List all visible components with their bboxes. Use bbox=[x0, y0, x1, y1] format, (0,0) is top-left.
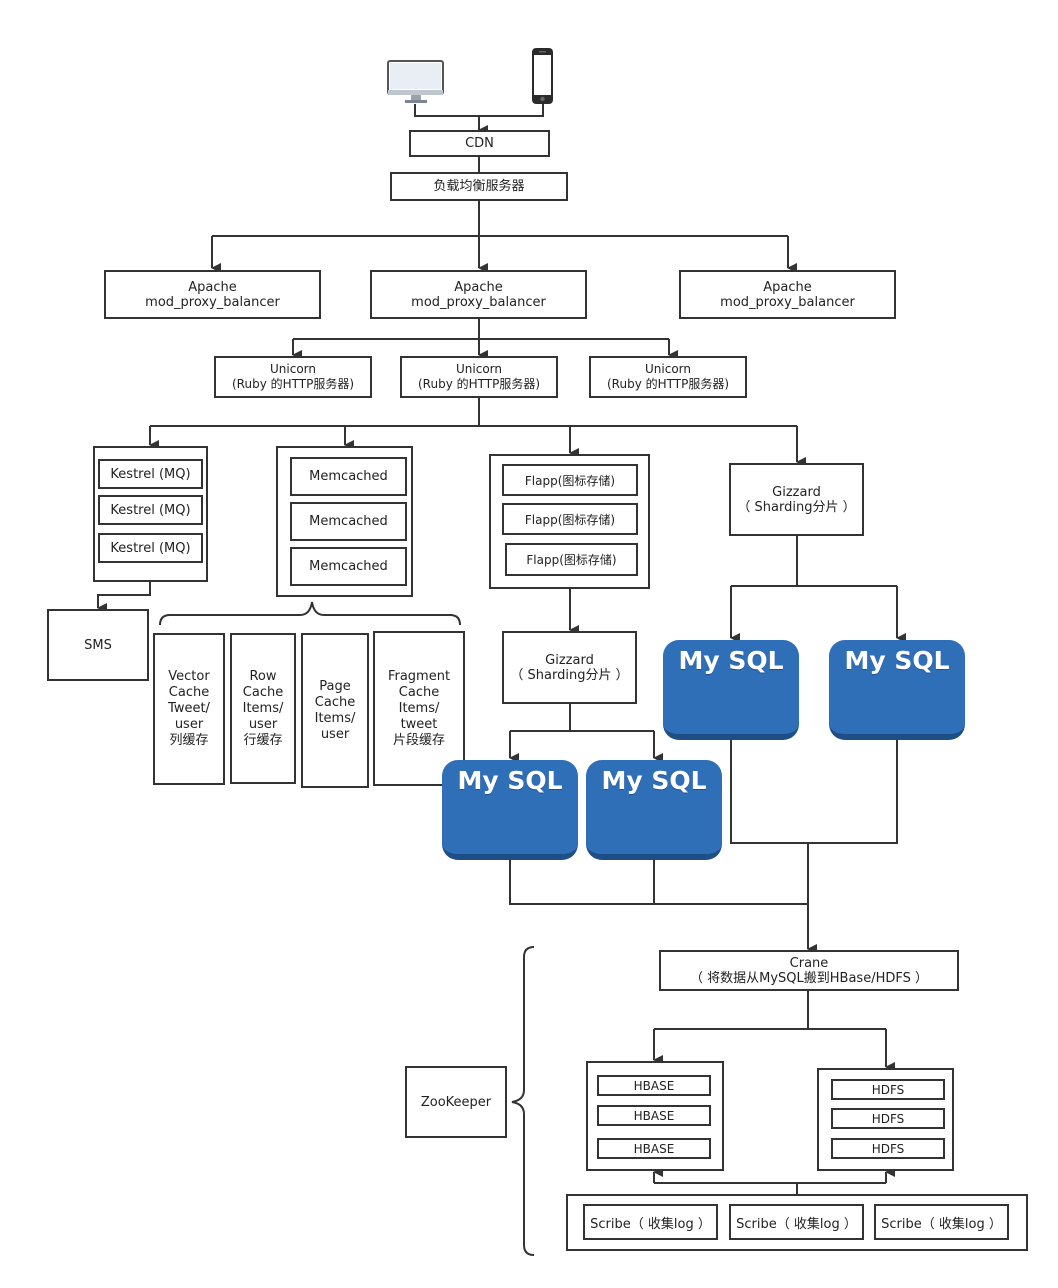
apache-sublabel: mod_proxy_balancer bbox=[145, 294, 280, 310]
mysql-label: My SQL bbox=[678, 646, 784, 675]
memcached-box: Memcached bbox=[290, 547, 407, 586]
kestrel-label: Kestrel (MQ) bbox=[110, 466, 191, 482]
fragment-cache-box: Fragment Cache Items/ tweet 片段缓存 bbox=[373, 631, 465, 786]
unicorn-sublabel: (Ruby 的HTTP服务器) bbox=[231, 377, 354, 391]
sms-label: SMS bbox=[84, 637, 112, 653]
memcached-box: Memcached bbox=[290, 457, 407, 496]
unicorn-box-1: Unicorn (Ruby 的HTTP服务器) bbox=[214, 356, 372, 398]
cache-label: Row Cache Items/ user 行缓存 bbox=[242, 668, 284, 748]
mysql-db-upper-left: My SQL bbox=[663, 640, 799, 740]
cdn-label: CDN bbox=[465, 136, 494, 151]
flapp-label: Flapp(图标存储) bbox=[524, 473, 616, 488]
hbase-label: HBASE bbox=[633, 1141, 675, 1156]
apache-label: Apache bbox=[454, 279, 503, 295]
hbase-label: HBASE bbox=[633, 1078, 675, 1093]
gizzard-right-box: Gizzard （ Sharding分片 ） bbox=[729, 463, 864, 536]
mysql-label: My SQL bbox=[844, 646, 950, 675]
apache-box-1: Apache mod_proxy_balancer bbox=[104, 270, 321, 319]
hbase-box: HBASE bbox=[597, 1138, 711, 1159]
hdfs-box: HDFS bbox=[831, 1079, 945, 1100]
load-balancer-box: 负载均衡服务器 bbox=[390, 172, 568, 201]
gizzard-sublabel: （ Sharding分片 ） bbox=[737, 499, 856, 515]
row-cache-box: Row Cache Items/ user 行缓存 bbox=[230, 633, 296, 784]
flapp-box: Flapp(图标存储) bbox=[502, 503, 638, 535]
unicorn-label: Unicorn bbox=[456, 362, 502, 376]
gizzard-label: Gizzard bbox=[545, 652, 594, 668]
zookeeper-label: ZooKeeper bbox=[420, 1094, 492, 1110]
mysql-label: My SQL bbox=[457, 766, 563, 795]
scribe-label: Scribe（ 收集log ） bbox=[590, 1216, 711, 1232]
hbase-label: HBASE bbox=[633, 1108, 675, 1123]
crane-box: Crane （ 将数据从MySQL搬到HBase/HDFS ） bbox=[659, 950, 959, 991]
unicorn-sublabel: (Ruby 的HTTP服务器) bbox=[417, 377, 540, 391]
mysql-db-lower-right: My SQL bbox=[586, 760, 722, 860]
hdfs-label: HDFS bbox=[871, 1082, 905, 1097]
apache-label: Apache bbox=[188, 279, 237, 295]
cache-label: Vector Cache Tweet/ user 列缓存 bbox=[168, 669, 210, 748]
mysql-db-upper-right: My SQL bbox=[829, 640, 965, 740]
vector-cache-box: Vector Cache Tweet/ user 列缓存 bbox=[153, 633, 225, 785]
unicorn-box-3: Unicorn (Ruby 的HTTP服务器) bbox=[589, 356, 747, 398]
apache-box-2: Apache mod_proxy_balancer bbox=[370, 270, 587, 319]
memcached-label: Memcached bbox=[309, 559, 388, 574]
hbase-box: HBASE bbox=[597, 1075, 711, 1096]
memcached-box: Memcached bbox=[290, 502, 407, 541]
scribe-label: Scribe（ 收集log ） bbox=[736, 1216, 857, 1232]
page-cache-box: Page Cache Items/ user bbox=[301, 633, 369, 788]
mysql-label: My SQL bbox=[601, 766, 707, 795]
unicorn-label: Unicorn bbox=[645, 362, 691, 376]
gizzard-sublabel: （ Sharding分片 ） bbox=[510, 667, 629, 683]
scribe-box: Scribe（ 收集log ） bbox=[874, 1204, 1009, 1240]
memcached-label: Memcached bbox=[309, 469, 388, 484]
hdfs-label: HDFS bbox=[871, 1141, 905, 1156]
gizzard-left-box: Gizzard （ Sharding分片 ） bbox=[502, 631, 637, 704]
mobile-phone-icon bbox=[532, 48, 553, 104]
desktop-monitor-icon bbox=[387, 60, 444, 103]
scribe-label: Scribe（ 收集log ） bbox=[881, 1216, 1002, 1232]
scribe-box: Scribe（ 收集log ） bbox=[729, 1204, 864, 1240]
flapp-label: Flapp(图标存储) bbox=[524, 512, 616, 527]
apache-sublabel: mod_proxy_balancer bbox=[411, 294, 546, 310]
unicorn-sublabel: (Ruby 的HTTP服务器) bbox=[606, 377, 729, 391]
memcached-label: Memcached bbox=[309, 514, 388, 529]
kestrel-label: Kestrel (MQ) bbox=[110, 540, 191, 556]
unicorn-label: Unicorn bbox=[270, 362, 316, 376]
kestrel-mq-box: Kestrel (MQ) bbox=[98, 533, 203, 563]
kestrel-mq-box: Kestrel (MQ) bbox=[98, 495, 203, 525]
cache-label: Fragment Cache Items/ tweet 片段缓存 bbox=[387, 668, 451, 748]
hbase-box: HBASE bbox=[597, 1105, 711, 1126]
crane-label: Crane bbox=[789, 955, 829, 971]
sms-box: SMS bbox=[47, 609, 149, 681]
kestrel-label: Kestrel (MQ) bbox=[110, 502, 191, 518]
cache-label: Page Cache Items/ user bbox=[314, 678, 356, 742]
gizzard-label: Gizzard bbox=[772, 484, 821, 500]
hdfs-box: HDFS bbox=[831, 1108, 945, 1129]
kestrel-mq-box: Kestrel (MQ) bbox=[98, 459, 203, 489]
zookeeper-box: ZooKeeper bbox=[405, 1066, 507, 1138]
hdfs-label: HDFS bbox=[871, 1111, 905, 1126]
flapp-box: Flapp(图标存储) bbox=[505, 543, 638, 576]
crane-sublabel: （ 将数据从MySQL搬到HBase/HDFS ） bbox=[690, 970, 928, 986]
flapp-label: Flapp(图标存储) bbox=[526, 553, 617, 567]
apache-box-3: Apache mod_proxy_balancer bbox=[679, 270, 896, 319]
apache-label: Apache bbox=[763, 279, 812, 295]
mysql-db-lower-left: My SQL bbox=[442, 760, 578, 860]
unicorn-box-2: Unicorn (Ruby 的HTTP服务器) bbox=[400, 356, 558, 398]
cdn-box: CDN bbox=[409, 130, 550, 157]
apache-sublabel: mod_proxy_balancer bbox=[720, 294, 855, 310]
scribe-box: Scribe（ 收集log ） bbox=[583, 1204, 718, 1240]
flapp-box: Flapp(图标存储) bbox=[502, 464, 638, 496]
load-balancer-label: 负载均衡服务器 bbox=[433, 179, 525, 194]
hdfs-box: HDFS bbox=[831, 1138, 945, 1159]
